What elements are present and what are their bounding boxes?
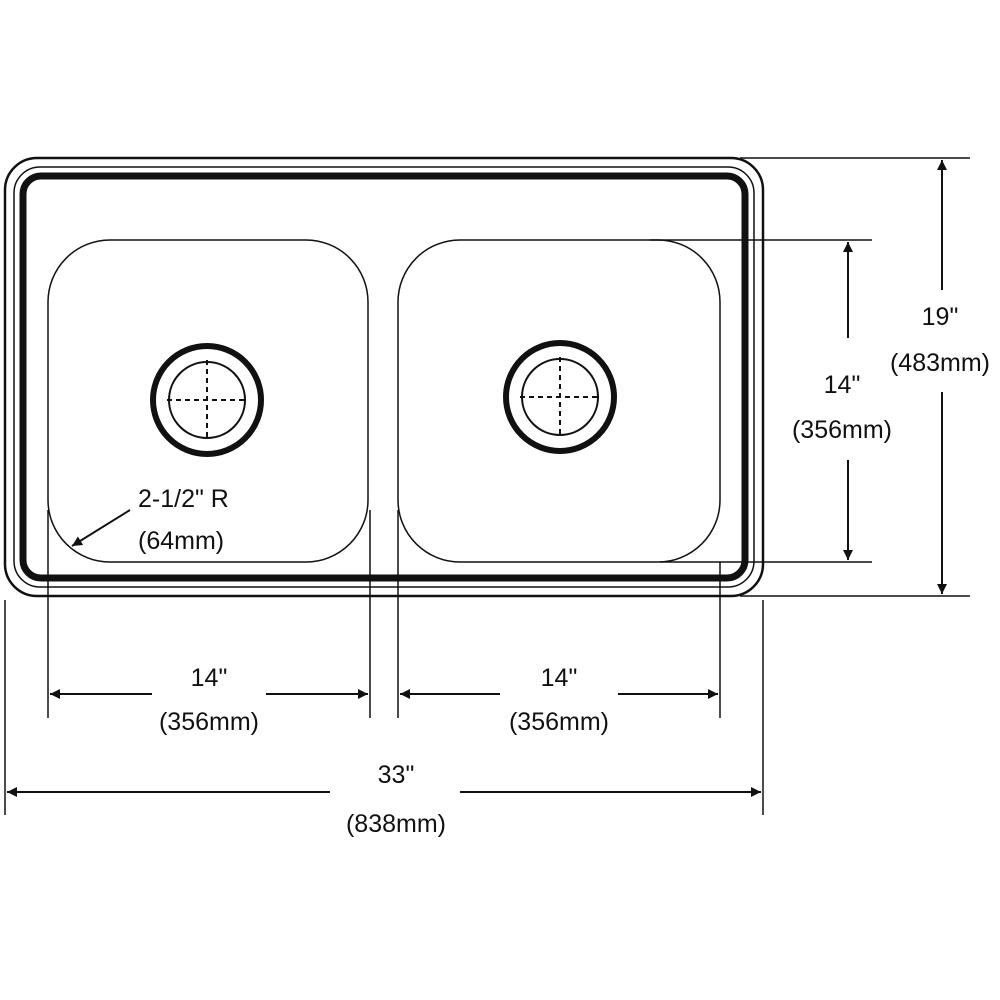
left-bowl-width-metric: (356mm) bbox=[159, 708, 259, 736]
sink-mid-rim bbox=[13, 166, 755, 588]
dimension-lines bbox=[7, 160, 947, 797]
right-drain-outer bbox=[503, 340, 617, 454]
overall-depth-metric: (483mm) bbox=[890, 349, 990, 377]
overall-depth-imperial: 19" bbox=[922, 303, 959, 331]
left-bowl bbox=[47, 239, 369, 563]
corner-radius-imperial: 2-1/2" R bbox=[138, 485, 229, 513]
overall-width-imperial: 33" bbox=[378, 761, 415, 789]
extension-lines bbox=[4, 157, 970, 815]
left-drain-outer bbox=[150, 343, 264, 457]
bowl-depth-metric: (356mm) bbox=[792, 416, 892, 444]
right-bowl bbox=[397, 239, 721, 563]
right-bowl-outline bbox=[397, 239, 721, 563]
right-bowl-width-imperial: 14" bbox=[541, 664, 578, 692]
sink-outer-rim bbox=[3, 156, 765, 598]
corner-radius-leader bbox=[71, 509, 131, 547]
sink-outline bbox=[3, 156, 765, 598]
right-bowl-width-metric: (356mm) bbox=[509, 708, 609, 736]
left-bowl-outline bbox=[47, 239, 369, 563]
sink-inner-rim bbox=[19, 172, 749, 582]
overall-width-metric: (838mm) bbox=[346, 810, 446, 838]
dimension-labels: 33" (838mm) 14" (356mm) 14" (356mm) 14" … bbox=[138, 303, 990, 838]
corner-radius-metric: (64mm) bbox=[138, 527, 224, 555]
bowl-depth-imperial: 14" bbox=[824, 371, 861, 399]
left-bowl-width-imperial: 14" bbox=[191, 664, 228, 692]
